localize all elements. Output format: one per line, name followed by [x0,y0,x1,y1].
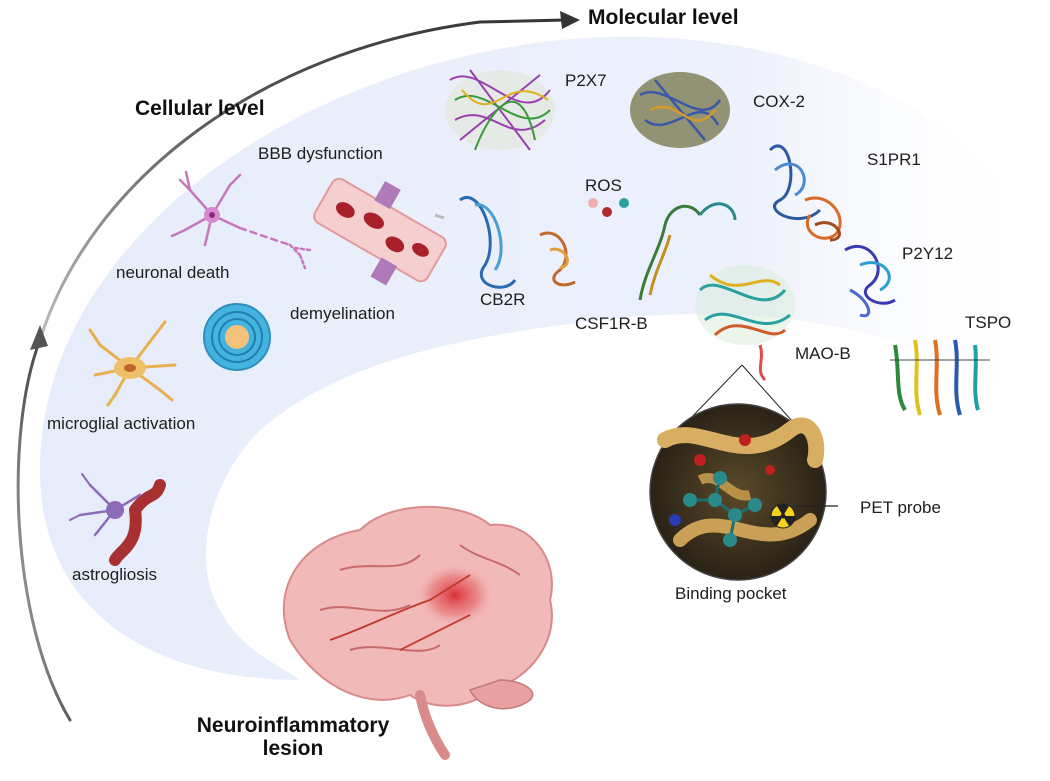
lesion-heading-line1: Neuroinflammatory [196,714,390,737]
protein-csf1r-icon [638,202,737,301]
myelin-sheath-icon [203,303,271,371]
protein-tspo-icon [890,339,990,416]
molecular-level-heading: Molecular level [588,6,739,29]
maob-label: MAO-B [795,344,851,363]
arrowhead-left-icon [30,325,48,350]
cellular-level-heading: Cellular level [135,97,265,120]
p2y12-label: P2Y12 [902,244,954,263]
protein-p2y12-icon [844,244,896,318]
astrocyte-icon [69,473,166,566]
demyelination-label: demyelination [290,304,395,323]
arrowhead-top-icon [560,11,580,29]
protein-s1pr1-icon [768,144,842,242]
astrogliosis-label: astrogliosis [72,565,158,584]
bbb-dysfunction-label: BBB dysfunction [258,144,383,163]
csf1r-label: CSF1R-B [575,314,648,333]
protein-p2x7-icon [445,69,555,151]
lesion-heading-line2: lesion [262,737,324,761]
protein-cox2-icon [630,72,730,148]
protein-cb2r-icon [459,196,576,289]
microglia-icon [88,320,177,407]
progression-arrow [16,18,567,722]
neuronal-death-label: neuronal death [116,263,230,282]
s1pr1-label: S1PR1 [867,150,921,169]
lesion-heading: Neuroinflammatory lesion [168,714,418,760]
pet-probe-label: PET probe [860,498,941,517]
microglial-activation-label: microglial activation [47,414,196,433]
binding-pocket-label: Binding pocket [675,584,787,603]
tspo-label: TSPO [965,313,1012,332]
ros-label: ROS [585,176,622,195]
ros-molecules-icon [588,198,629,217]
level-band [40,36,1050,681]
p2x7-label: P2X7 [565,71,607,90]
binding-pocket-icon [649,403,827,581]
brain-icon [282,505,553,760]
blood-vessel-icon [313,177,447,286]
cox2-label: COX-2 [753,92,805,111]
protein-maob-icon [695,265,795,382]
cb2r-label: CB2R [480,290,526,309]
neuron-icon [170,170,312,270]
